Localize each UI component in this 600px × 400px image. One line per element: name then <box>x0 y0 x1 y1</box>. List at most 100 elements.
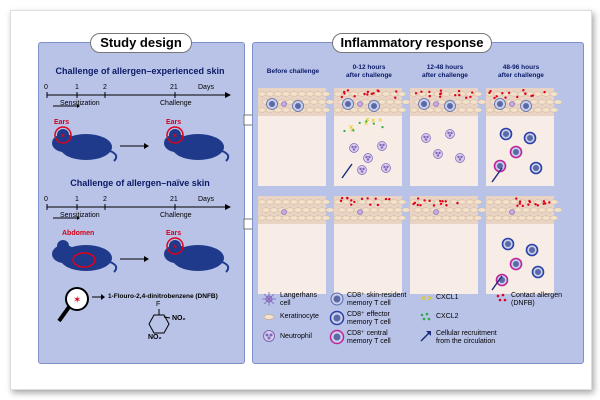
tem-cell-nucleus <box>533 165 539 171</box>
sensitization-label: Sensitization <box>60 100 100 107</box>
tcm-cell-nucleus <box>497 163 503 169</box>
keratinocyte-cell <box>305 91 315 97</box>
tick-2: 2 <box>103 84 107 91</box>
allergen-dot <box>504 96 507 99</box>
keratinocyte-cell <box>425 215 435 221</box>
langerhans-cell <box>509 209 515 215</box>
neutrophil-lobe <box>436 154 440 157</box>
compound-name: 1-Flouro-2,4-dinitrobenzene (DNFB) <box>108 293 218 300</box>
allergen-dot <box>536 204 540 207</box>
keratinocyte-cell <box>273 91 283 97</box>
tem-cell-nucleus <box>503 131 509 137</box>
cxcl2-icon <box>420 312 431 321</box>
langerhans-cell <box>433 209 439 215</box>
cxcl1-icon: ✕✕ <box>420 294 433 303</box>
cxcl2-dot <box>352 129 355 132</box>
keratinocyte-cell <box>281 107 291 113</box>
keratinocyte-cell <box>553 207 563 213</box>
trm-cell-nucleus <box>345 101 351 107</box>
keratinocyte-cell <box>381 91 391 97</box>
keratinocyte-cell <box>397 199 407 205</box>
keratinocyte-cell <box>321 107 331 113</box>
keratinocyte-cell <box>485 199 495 205</box>
keratinocyte-cell <box>281 215 291 221</box>
allergen-dot <box>439 89 443 92</box>
keratinocyte-cell <box>493 91 503 97</box>
keratinocyte-cell <box>461 99 471 105</box>
langerhans-cell <box>357 101 363 107</box>
keratinocyte-cell <box>457 107 467 113</box>
keratinocyte-cell <box>441 215 451 221</box>
keratinocyte-cell <box>369 207 379 213</box>
allergen-dot <box>413 201 417 205</box>
keratinocyte-cell <box>281 199 291 205</box>
allergen-dot <box>516 204 519 207</box>
keratinocyte-cell <box>257 215 267 221</box>
recruit-arrow-icon <box>420 331 431 342</box>
neutrophil-cell <box>377 141 387 151</box>
days-label-b: Days <box>198 196 214 203</box>
allergen-dot <box>456 201 459 205</box>
keratinocyte-cell <box>449 215 459 221</box>
allergen-dot <box>522 88 525 92</box>
allergen-dot <box>515 197 518 200</box>
cxcl1-mark: ✕ <box>363 122 368 128</box>
keratinocyte-cell <box>313 91 323 97</box>
recruit-arrow <box>491 275 503 291</box>
keratinocyte-cell <box>265 91 275 97</box>
inflammatory-title: Inflammatory response <box>332 33 492 53</box>
tcm-cell-nucleus <box>513 149 519 155</box>
keratinocyte-cell <box>285 207 295 213</box>
keratinocyte-cell <box>313 199 323 205</box>
keratinocyte-cell <box>465 199 475 205</box>
allergen-dot <box>423 199 426 202</box>
keratinocyte-cell <box>441 91 451 97</box>
cxcl1-mark: ✕ <box>378 118 383 124</box>
trm-cell-nucleus <box>295 103 301 109</box>
keratinocyte-cell <box>289 91 299 97</box>
cxcl1-mark: ✕ <box>349 125 354 131</box>
keratinocyte-cell <box>381 199 391 205</box>
keratinocyte-cell <box>257 91 267 97</box>
keratinocyte-cell <box>317 207 327 213</box>
keratinocyte-cell <box>437 207 447 213</box>
neutrophil-cell <box>363 153 373 163</box>
keratinocyte-cell <box>265 199 275 205</box>
keratinocyte-cell <box>501 199 511 205</box>
keratinocyte-cell <box>413 207 423 213</box>
neutrophil-lobe <box>386 165 389 169</box>
magnifier-icon: ✶ <box>57 287 89 323</box>
keratinocyte-cell <box>465 107 475 113</box>
keratinocyte-cell <box>365 215 375 221</box>
keratinocyte-cell <box>389 199 399 205</box>
allergen-dot <box>524 92 527 95</box>
cxcl1-mark: ✕ <box>371 119 376 125</box>
langerhans-icon <box>262 292 276 306</box>
keratinocyte-cell <box>309 99 319 105</box>
allergen-dot <box>548 201 551 204</box>
keratinocyte-cell <box>473 215 483 221</box>
neutrophil-lobe <box>351 145 354 149</box>
keratinocyte-cell <box>397 215 407 221</box>
keratinocyte-cell <box>269 207 279 213</box>
allergen-dot <box>516 95 519 99</box>
keratinocyte-cell <box>517 215 527 221</box>
cxcl2-dot <box>343 129 346 133</box>
keratinocyte-cell <box>321 215 331 221</box>
keratinocyte-cell <box>401 207 411 213</box>
challenge-label: Challenge <box>160 100 192 107</box>
keratinocyte-cell <box>357 199 367 205</box>
allergen-dot <box>439 202 443 206</box>
mouse-icon: ✶ <box>164 237 230 273</box>
allergen-dot <box>343 92 346 95</box>
allergen-dot <box>439 95 442 98</box>
allergen-dot <box>528 199 531 203</box>
allergen-dot <box>444 200 447 203</box>
keratinocyte-cell <box>449 91 459 97</box>
keratinocyte-cell <box>549 107 559 113</box>
neutrophil-lobe <box>368 155 371 159</box>
neutrophil-lobe <box>457 155 460 159</box>
keratinocyte-cell <box>397 91 407 97</box>
